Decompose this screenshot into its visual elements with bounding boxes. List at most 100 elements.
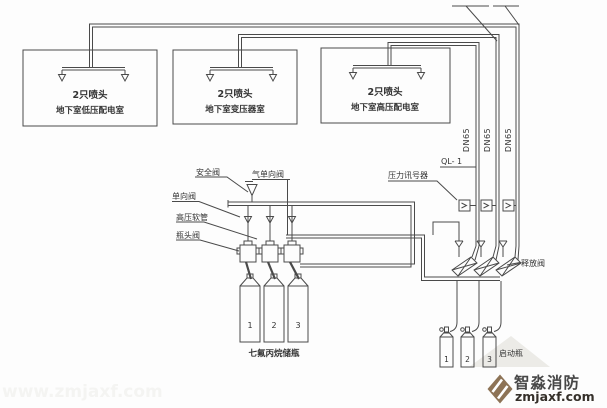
cylinder-number: 2 xyxy=(271,321,276,330)
pipe xyxy=(89,23,520,246)
manifold-pipe xyxy=(228,201,415,265)
room-transformer: 2只喷头 地下室变压器室 xyxy=(172,49,298,125)
hp-hose xyxy=(266,261,277,280)
release-valve-assembly xyxy=(495,240,522,277)
room-name: 地下室变压器室 xyxy=(205,104,265,115)
hp-hose xyxy=(244,261,253,280)
pressure-signal-glyph xyxy=(461,202,468,209)
leader-line xyxy=(176,221,258,240)
leader-line xyxy=(195,176,249,193)
storage-cylinder: 3 xyxy=(287,273,309,343)
pilot-actuator-icon xyxy=(476,240,486,257)
starter-cylinder: 3 xyxy=(482,326,497,368)
pipe xyxy=(238,34,500,246)
leader-line xyxy=(388,180,458,201)
gas-check-valve-label: 气单向阀 xyxy=(252,169,284,179)
manifold-piping xyxy=(227,180,500,281)
hp-hose-label: 高压软管 xyxy=(176,212,208,222)
pipe-elbow xyxy=(492,245,500,261)
room-high-voltage: 2只喷头 地下室高压配电室 xyxy=(320,47,451,124)
pressure-signal-glyph xyxy=(483,202,490,209)
selector-valve-assemblies: 释放阀 xyxy=(451,240,545,277)
cylinder-number: 1 xyxy=(444,355,449,364)
storage-caption: 七氟丙烷储瓶 xyxy=(248,348,300,359)
pipe xyxy=(241,37,497,246)
check-valve-icon xyxy=(287,205,297,241)
storage-cylinders: 1 2 3 七氟丙烷储瓶 xyxy=(239,273,309,359)
pilot-line xyxy=(493,281,502,332)
nozzle-icon xyxy=(348,68,358,81)
nozzle-icon xyxy=(57,70,67,83)
dn65-label: DN65 xyxy=(504,128,513,152)
nozzle-icon xyxy=(205,70,215,83)
room-nozzle-count: 2只喷头 xyxy=(367,86,403,98)
zone-label: QL- 1 xyxy=(441,157,462,166)
pilot-actuator-icon xyxy=(498,240,508,257)
pressure-signal-glyph xyxy=(505,202,512,209)
starter-caption: 启动瓶 xyxy=(499,348,523,358)
pressure-signal-icon xyxy=(480,199,493,212)
starter-cylinder: 2 xyxy=(460,326,475,368)
pilot-connector xyxy=(432,221,460,241)
release-valve-icon xyxy=(495,256,522,277)
component-labels: 安全阀 气单向阀 单向阀 高压软管 瓶头阀 xyxy=(172,167,290,252)
check-valve-icon xyxy=(265,205,275,241)
storage-cylinder: 1 xyxy=(239,273,261,343)
dn65-label: DN65 xyxy=(483,128,492,152)
cylinder-number: 3 xyxy=(295,321,300,330)
room-name: 地下室高压配电室 xyxy=(351,102,420,113)
pipe xyxy=(92,26,517,246)
brand-name: 智淼消防 xyxy=(514,373,580,392)
pilot-line xyxy=(471,281,480,332)
cylinder-head-valves xyxy=(236,240,304,280)
cylinder-head-valve-icon xyxy=(258,240,282,280)
manifold-pipe xyxy=(228,205,412,268)
leader-line xyxy=(176,239,240,252)
pipe-elbow xyxy=(514,245,520,261)
leader-line xyxy=(506,262,521,266)
check-valve-icon xyxy=(243,205,253,241)
brand-logo-glyph xyxy=(491,378,509,400)
pipe-break-marks xyxy=(452,5,520,42)
cylinder-number: 3 xyxy=(487,355,492,364)
distribution-pipes xyxy=(89,5,520,246)
pipe-elbow xyxy=(471,245,480,261)
safety-valve-icon xyxy=(245,181,258,202)
cylinder-valve-label: 瓶头阀 xyxy=(176,230,200,240)
brand-watermark: 智淼消防 zmjaxf.com xyxy=(487,373,595,404)
ghost-watermark: www.zmjaxf.com xyxy=(2,382,163,402)
room-nozzle-count: 2只喷头 xyxy=(217,88,253,100)
nozzle-icon xyxy=(268,70,278,83)
cylinder-head-valve-icon xyxy=(280,240,304,280)
pressure-signal-icon xyxy=(502,199,515,212)
branch-pipe xyxy=(353,65,421,69)
release-valve-assembly xyxy=(473,240,500,277)
pipe xyxy=(387,42,480,246)
nozzle-icon xyxy=(416,68,426,81)
pressure-signal-devices: 压力讯号器 xyxy=(388,170,516,212)
leader-line xyxy=(172,201,241,218)
pilot-line xyxy=(449,281,458,332)
valve-handle-icon xyxy=(439,327,444,332)
release-valve-icon xyxy=(451,256,478,277)
riser-labels: DN65 DN65 DN65 QL- 1 xyxy=(440,128,513,168)
room-outline xyxy=(320,47,451,124)
room-outline xyxy=(172,49,298,125)
pilot-actuator-icon xyxy=(454,240,464,257)
brand-logo-icon xyxy=(487,374,513,404)
branch-pipe xyxy=(62,67,125,71)
safety-valve-label: 安全阀 xyxy=(196,167,220,177)
valve-handle-icon xyxy=(482,327,487,332)
cylinder-head-valve-icon xyxy=(236,240,260,280)
release-valve-label: 释放阀 xyxy=(521,258,545,268)
pressure-signal-label: 压力讯号器 xyxy=(388,170,428,180)
dn65-label: DN65 xyxy=(462,128,471,152)
pilot-pipe xyxy=(286,237,500,281)
watermark-triangle xyxy=(469,336,550,367)
starter-cylinders: 1 2 3 启动瓶 xyxy=(439,281,550,368)
cylinder-number: 1 xyxy=(247,321,252,330)
brand-site: zmjaxf.com xyxy=(515,389,595,404)
valve-handle-icon xyxy=(460,327,465,332)
